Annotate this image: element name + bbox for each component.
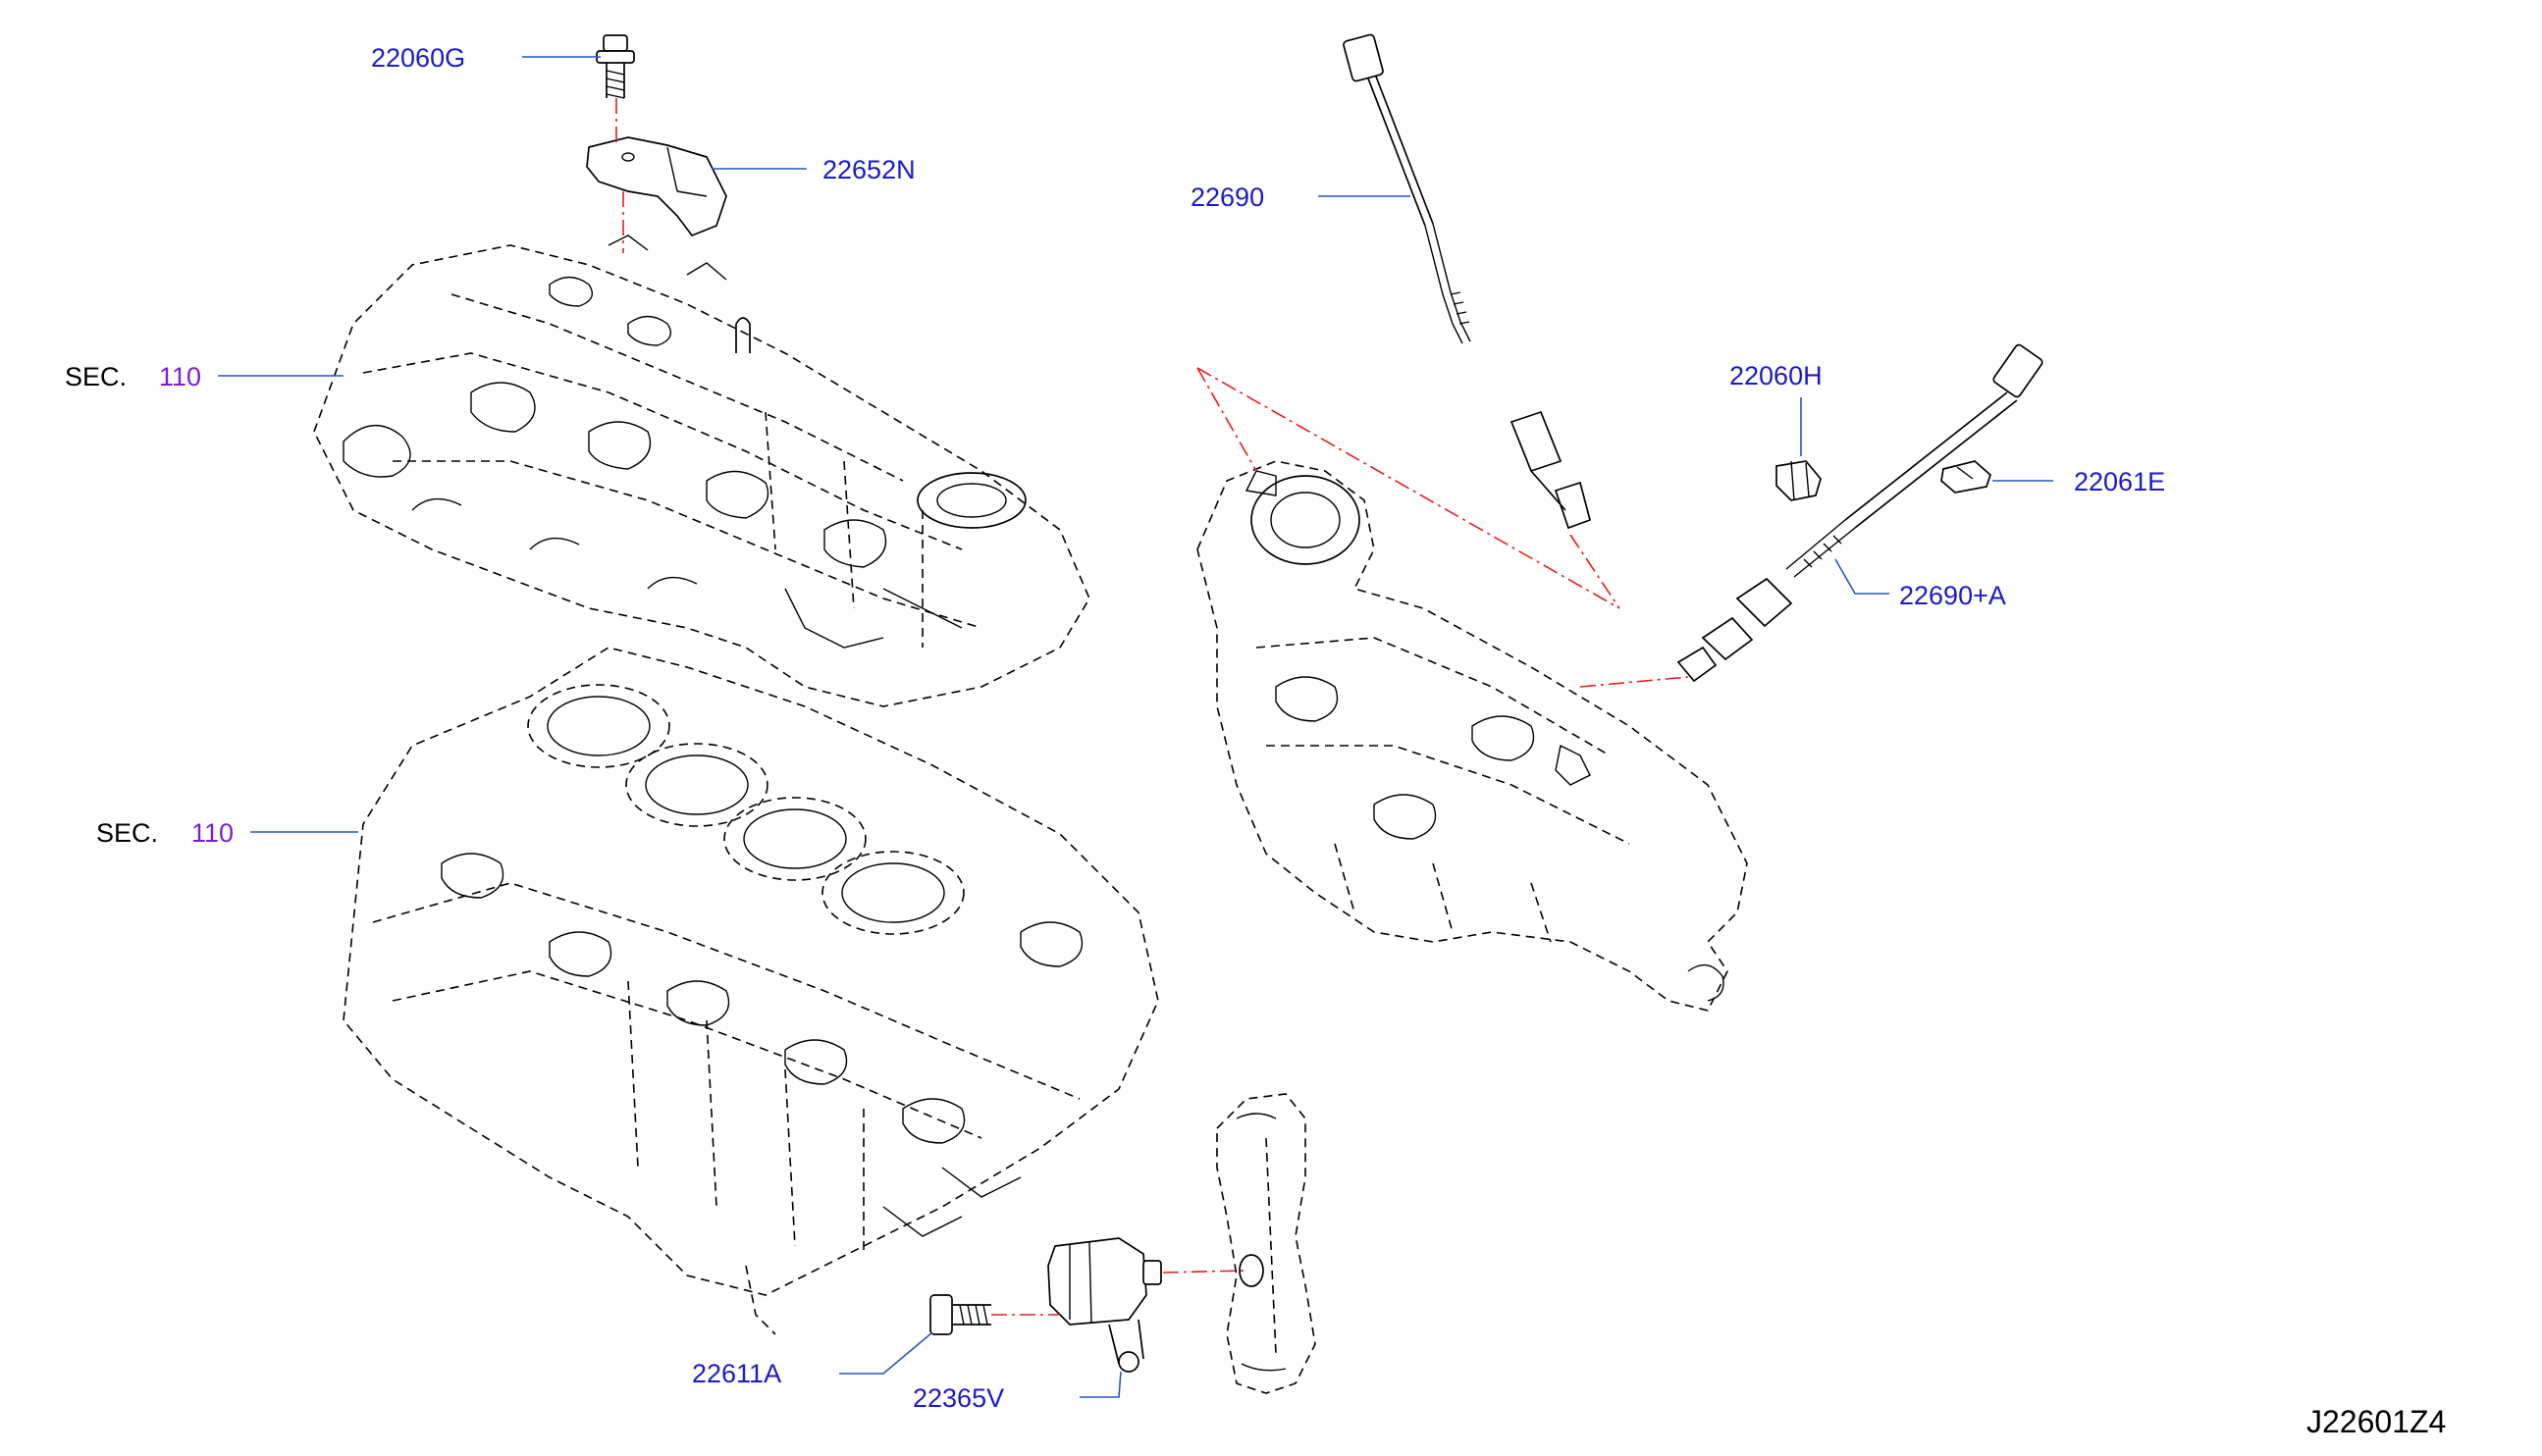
label-bracket: 22652N xyxy=(822,155,916,184)
cam-sensor xyxy=(1047,1237,1162,1373)
label-cam-sensor: 22365V xyxy=(913,1383,1004,1413)
label-section-head-prefix: SEC. xyxy=(65,362,127,391)
oxygen-sensor-upper xyxy=(1343,33,1592,530)
assembly-center-lines xyxy=(615,98,1689,1316)
label-section-head-number: 110 xyxy=(159,362,201,391)
label-clip-small: 22061E xyxy=(2074,467,2165,496)
label-bolt-bottom: 22611A xyxy=(692,1359,781,1388)
label-section-block-prefix: SEC. xyxy=(96,818,158,848)
label-bolt-top: 22060G xyxy=(371,43,465,73)
leader-lines xyxy=(218,56,2053,1398)
clip xyxy=(1775,460,1822,501)
bracket xyxy=(586,136,727,237)
timing-plate-drawing xyxy=(1216,1093,1316,1394)
exhaust-manifold-drawing xyxy=(1196,460,1748,1012)
label-sensor-lower: 22690+A xyxy=(1899,581,2006,610)
bolt-top xyxy=(596,34,635,99)
bolt-bottom xyxy=(929,1294,991,1335)
diagram-code: J22601Z4 xyxy=(2306,1404,2446,1439)
cylinder-block-drawing xyxy=(343,647,1159,1335)
label-section-block-number: 110 xyxy=(191,818,234,848)
label-clip: 22060H xyxy=(1729,361,1823,390)
clip-small xyxy=(1940,460,1991,494)
label-sensor-upper: 22690 xyxy=(1191,182,1264,212)
oxygen-sensor-lower xyxy=(1676,343,2043,683)
cylinder-head-drawing xyxy=(313,234,1090,707)
